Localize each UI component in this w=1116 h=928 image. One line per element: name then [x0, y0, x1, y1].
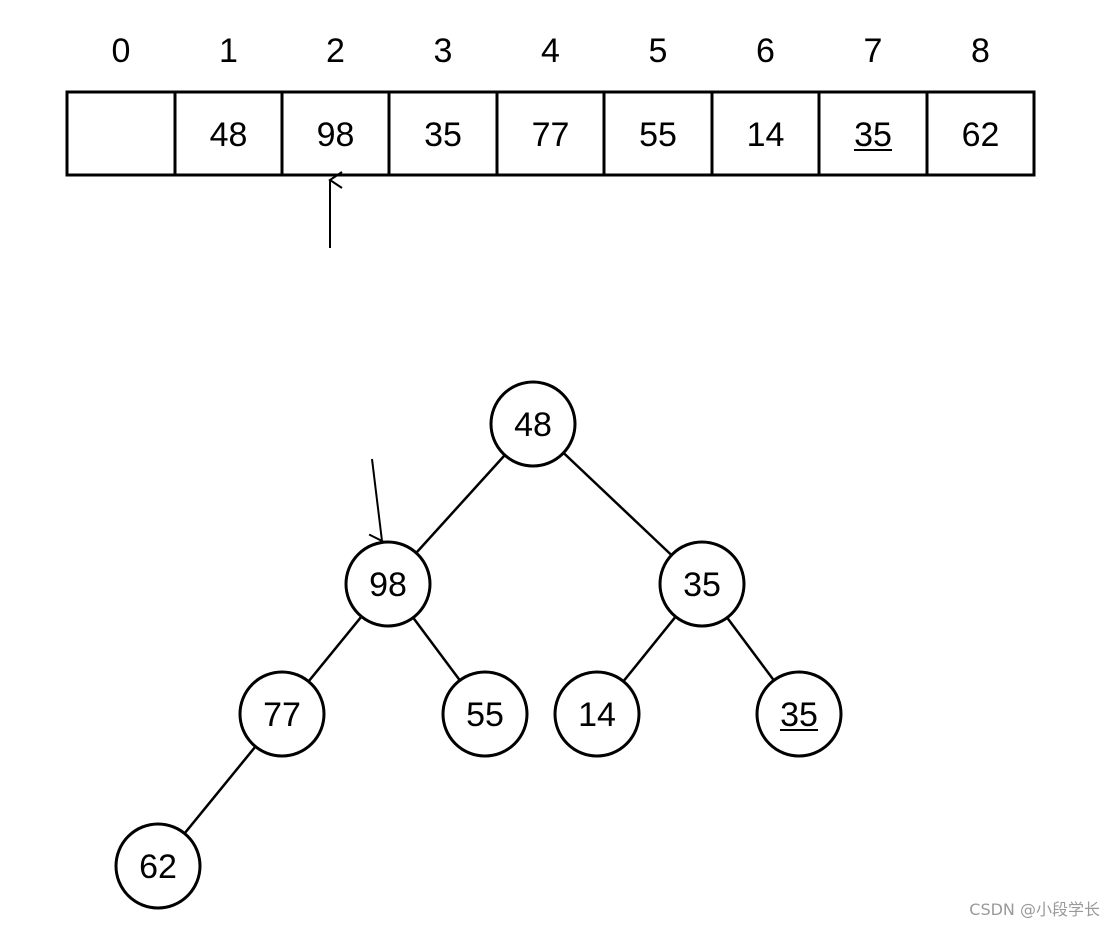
tree-node-value: 55	[466, 696, 504, 734]
array-cell-value: 62	[962, 116, 1000, 154]
tree-node: 62	[114, 822, 202, 910]
array-index-label: 5	[649, 32, 668, 70]
array: 0 1 2 3 4 5 6 7 8 48 98 35 77 55 14 35 62	[65, 32, 1036, 177]
array-index-label: 8	[971, 32, 990, 70]
array-cell-value: 48	[210, 116, 248, 154]
array-index-label: 3	[434, 32, 453, 70]
tree-node-circle	[658, 540, 746, 628]
array-index-label: 6	[756, 32, 775, 70]
tree-node: 55	[441, 670, 529, 758]
tree-node-circle	[238, 670, 326, 758]
tree-pointer-arrow	[368, 458, 384, 552]
tree-edge	[412, 616, 461, 682]
tree-node: 48	[489, 380, 577, 468]
tree-node-value: 62	[139, 848, 177, 886]
tree-nodes: 48 98 35 77 55 14 35 62	[114, 380, 843, 910]
tree-node-circle	[489, 380, 577, 468]
array-index-label: 7	[864, 32, 883, 70]
tree-edge	[183, 745, 257, 835]
array-cell-value: 14	[747, 116, 785, 154]
array-index-label: 1	[219, 32, 238, 70]
tree-edge	[415, 454, 506, 554]
array-cell-value: 55	[639, 116, 677, 154]
tree-node: 77	[238, 670, 326, 758]
tree-node-value: 98	[369, 566, 407, 604]
array-index-label: 2	[326, 32, 345, 70]
array-outline	[65, 90, 1036, 177]
tree-edge	[622, 615, 677, 683]
tree-node: 35	[755, 670, 843, 758]
array-cell-value: 35	[424, 116, 462, 154]
array-cell-value: 77	[532, 116, 570, 154]
tree-node-value: 14	[578, 696, 616, 734]
tree-edge	[726, 616, 775, 682]
tree-node: 98	[344, 540, 432, 628]
array-cell-value: 35	[854, 116, 892, 154]
tree-node-circle	[114, 822, 202, 910]
tree-node-circle	[755, 670, 843, 758]
tree-node-circle	[553, 670, 641, 758]
tree-node-circle	[344, 540, 432, 628]
tree-edge	[307, 615, 363, 683]
array-index-label: 4	[541, 32, 560, 70]
tree-node: 14	[553, 670, 641, 758]
tree-pointer-arrow-line	[368, 458, 384, 552]
tree-node: 35	[658, 540, 746, 628]
watermark: CSDN @小段学长	[969, 900, 1100, 919]
array-cell-value: 98	[317, 116, 355, 154]
tree-edge	[562, 451, 673, 557]
tree-node-circle	[441, 670, 529, 758]
tree-node-value: 77	[263, 696, 301, 734]
tree-node-value: 35	[780, 696, 818, 734]
array-index-label: 0	[112, 32, 131, 70]
tree-node-value: 35	[683, 566, 721, 604]
tree-edges	[183, 451, 775, 835]
tree-node-value: 48	[514, 406, 552, 444]
